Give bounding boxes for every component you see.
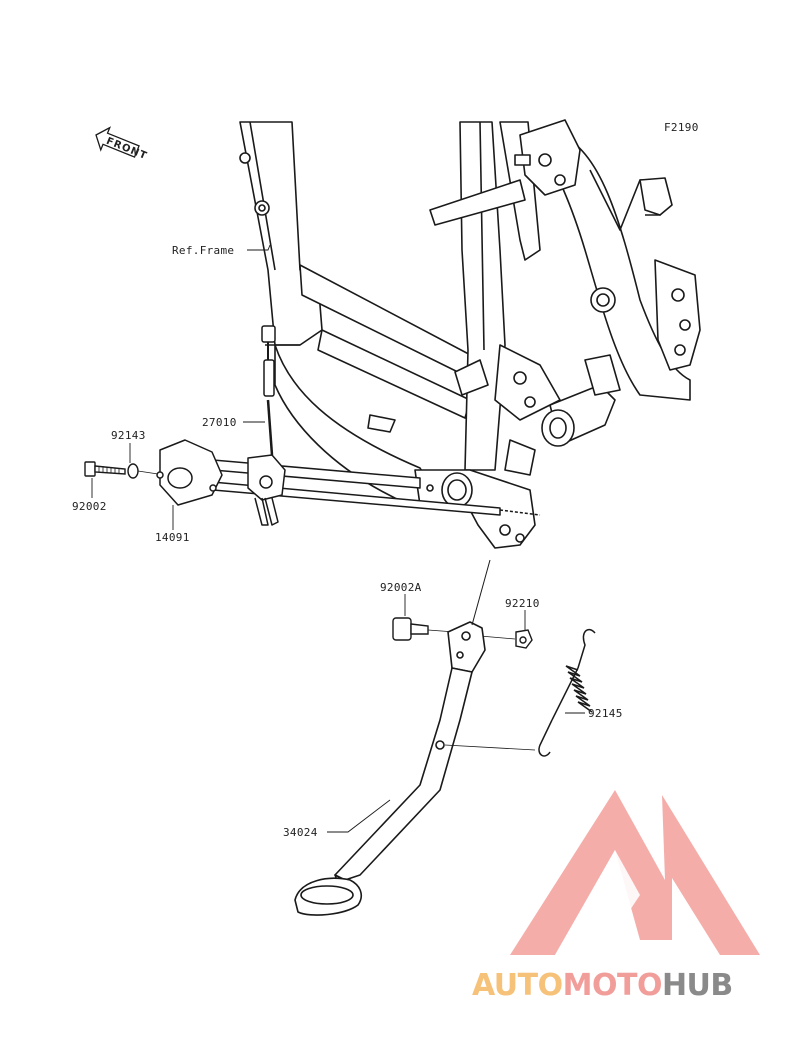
svg-text:AUTOMOTOHUB: AUTOMOTOHUB xyxy=(472,968,733,1003)
front-direction-arrow: FRONT xyxy=(95,126,149,162)
watermark-auto: AUTO xyxy=(472,968,563,1003)
part-label-92002A: 92002A xyxy=(380,581,422,594)
leader-lines xyxy=(91,244,585,833)
pivot-bolt-and-nut xyxy=(392,617,533,649)
part-label-34024: 34024 xyxy=(283,826,318,839)
figure-code: F2190 xyxy=(664,121,699,134)
frame-drawing xyxy=(239,119,701,506)
part-label-27010: 27010 xyxy=(202,416,237,429)
switch-assembly xyxy=(156,325,541,526)
ref-frame-label: Ref.Frame xyxy=(172,244,234,257)
watermark-hub: HUB xyxy=(662,968,733,1003)
watermark: AUTOMOTOHUB xyxy=(472,790,760,1003)
bolt-and-washer xyxy=(84,461,159,479)
part-label-92145: 92145 xyxy=(588,707,623,720)
side-stand xyxy=(294,559,491,916)
watermark-moto: MOTO xyxy=(563,968,662,1003)
part-label-92002: 92002 xyxy=(72,500,107,513)
front-arrow-icon xyxy=(95,126,140,158)
part-label-92143: 92143 xyxy=(111,429,146,442)
part-label-92210: 92210 xyxy=(505,597,540,610)
return-spring xyxy=(444,628,596,757)
part-label-14091: 14091 xyxy=(155,531,190,544)
front-arrow-label: FRONT xyxy=(105,136,149,162)
watermark-logo-icon xyxy=(510,790,760,955)
callout-labels: F2190 Ref.Frame 92143 92002 14091 27010 … xyxy=(72,121,699,839)
